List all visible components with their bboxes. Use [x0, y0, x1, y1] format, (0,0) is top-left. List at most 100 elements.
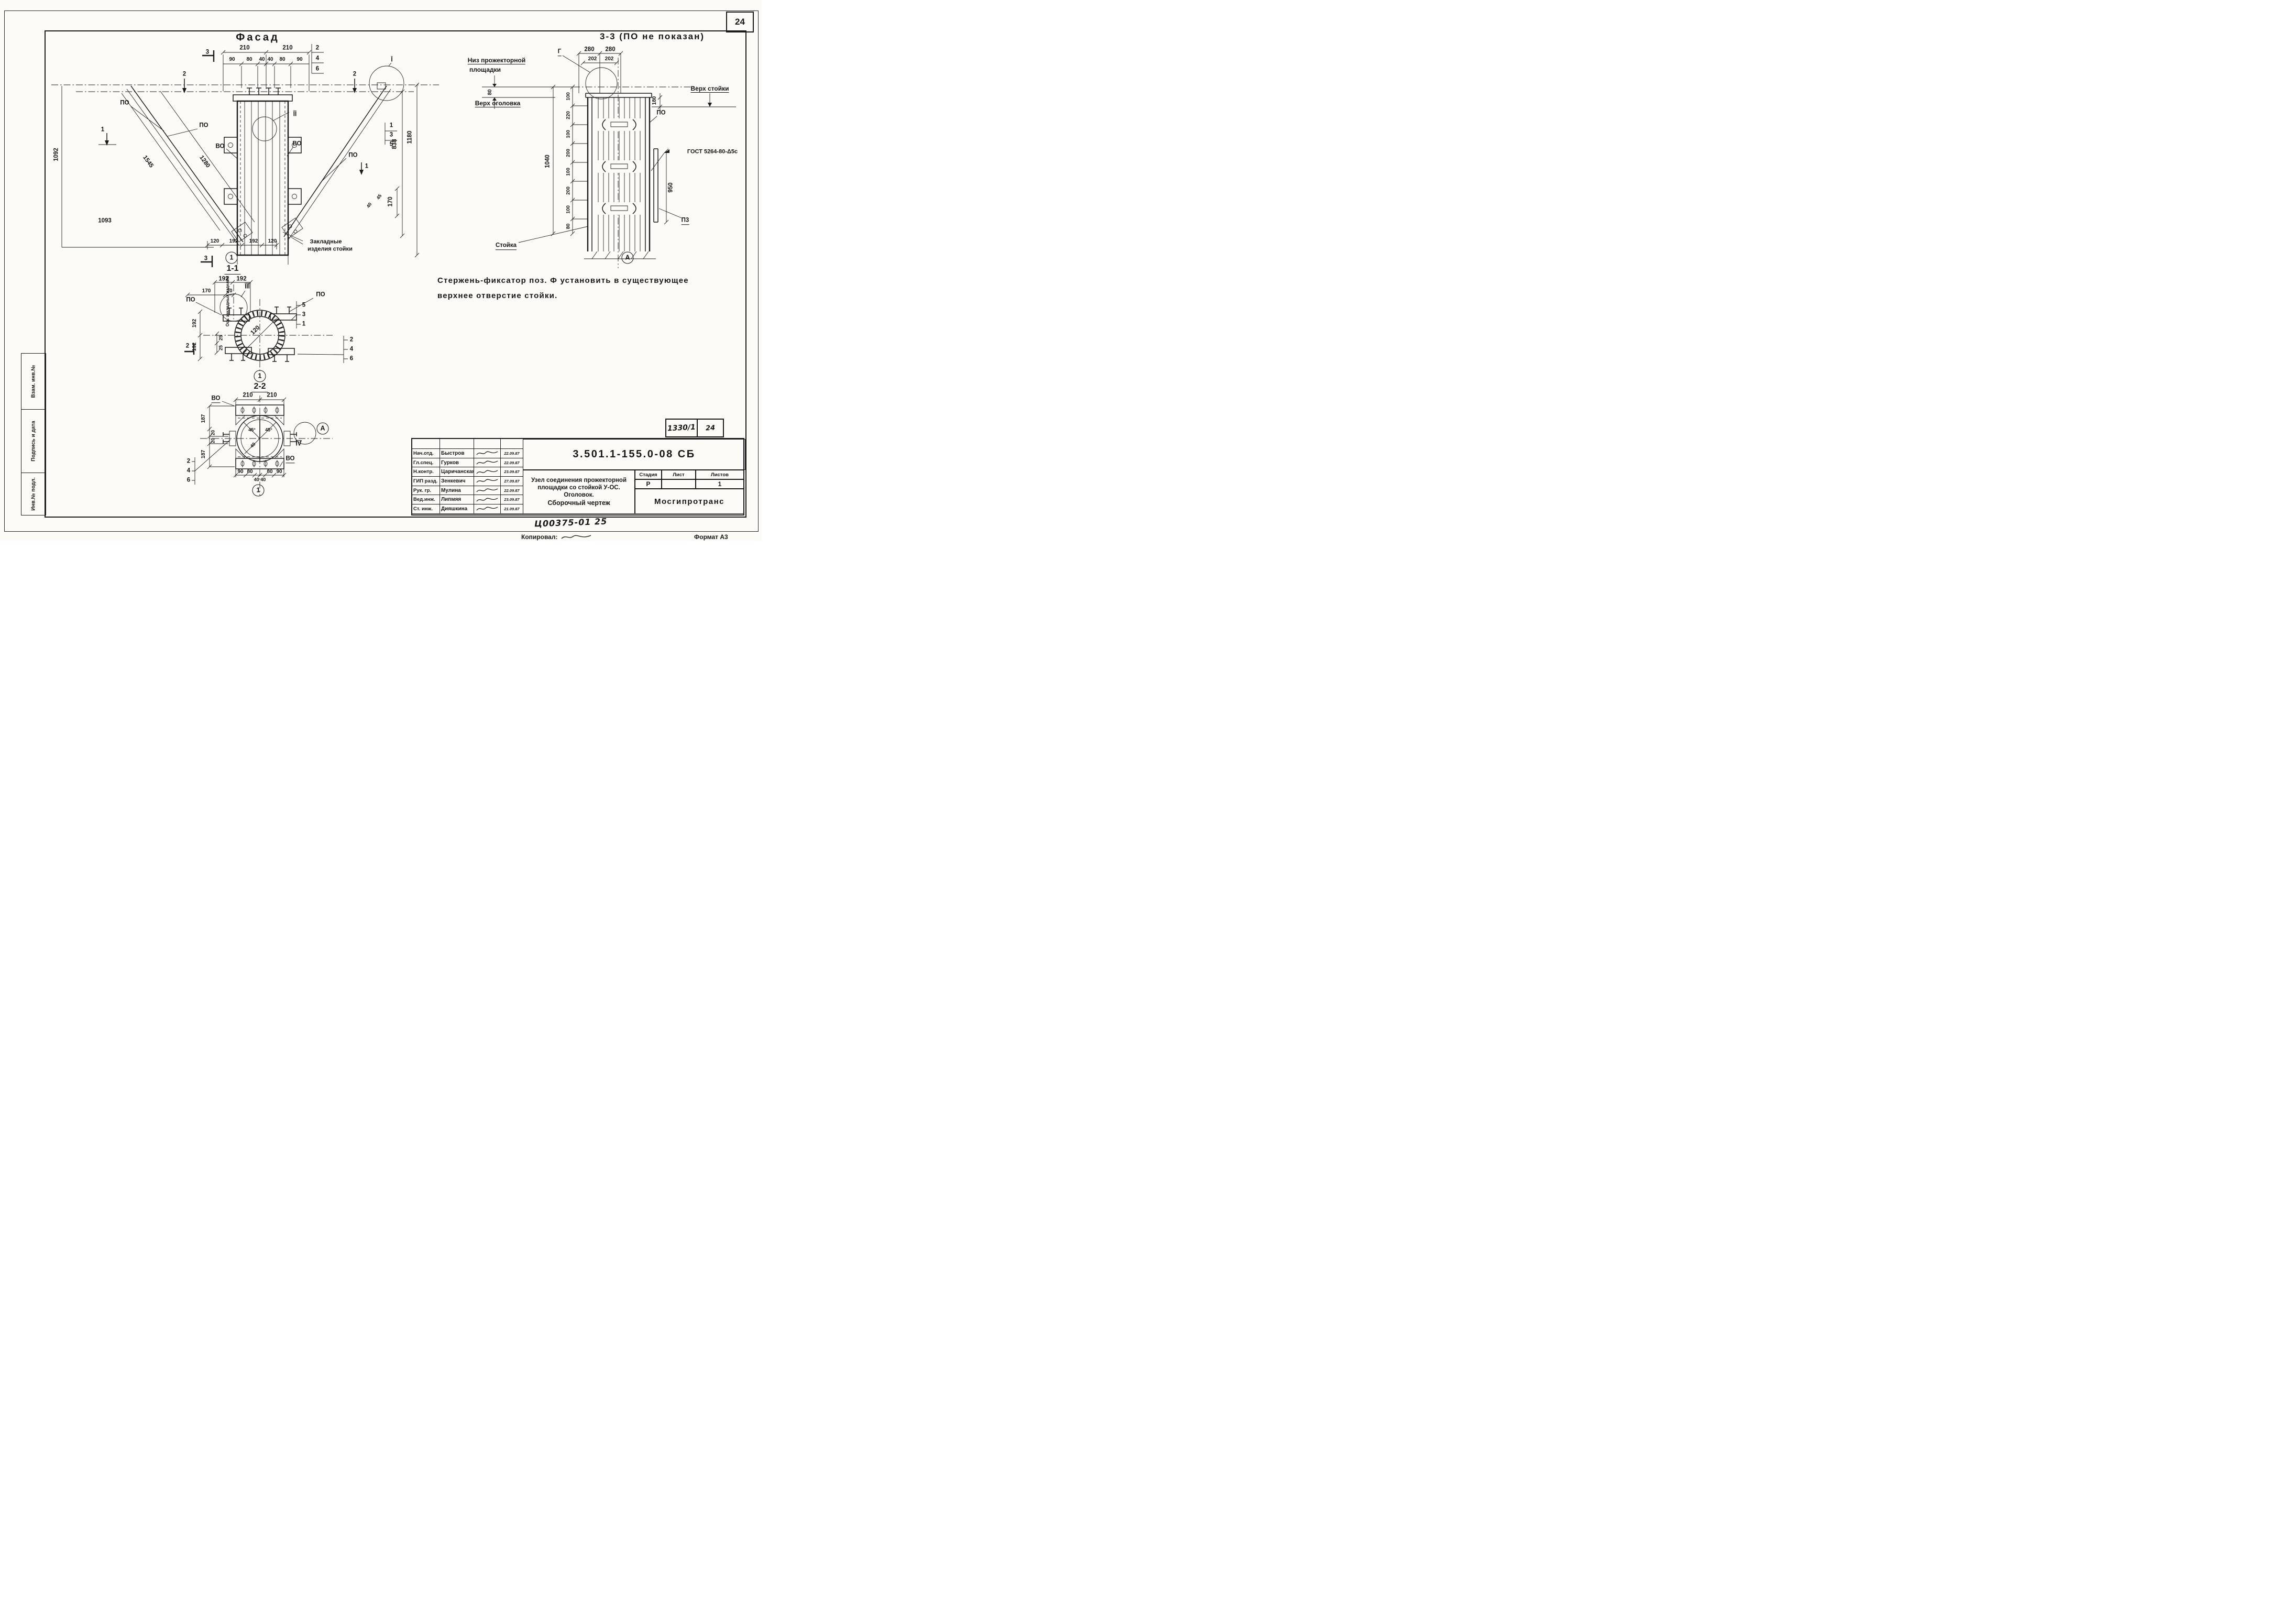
dim-label: ВО: [285, 456, 295, 463]
dim-label: 192: [218, 276, 229, 282]
dim-label: 20: [210, 430, 216, 436]
dim-label: 187: [201, 449, 206, 459]
dim-label: 1: [254, 370, 266, 382]
dim-label: 3: [204, 255, 208, 262]
dim-label: 170: [387, 196, 394, 207]
drawing-title-line: Узел соединения прожекторной: [531, 477, 627, 484]
dim-label: I: [391, 56, 393, 63]
dim-label: 80: [565, 223, 572, 229]
person-role: Ст. инж.: [412, 504, 440, 514]
dim-label: 1: [101, 126, 105, 133]
dim-label: 2: [315, 45, 320, 51]
dim-label: IV: [295, 440, 302, 447]
dim-label: Ось закладных изделий: [225, 276, 230, 327]
dim-label: Закладные: [310, 238, 342, 245]
dim-label: 192: [192, 342, 197, 352]
person-name: Дияшкина: [440, 504, 474, 514]
stage-table: Стадия Лист Листов Р 1: [635, 470, 744, 489]
dim-label: 90: [276, 469, 282, 475]
dim-label: 2: [349, 336, 354, 343]
dim-label: 3: [205, 49, 210, 56]
dim-label: 950: [667, 182, 674, 193]
dim-label: 280: [584, 46, 595, 53]
side-strip-cell: Взам. инв.№: [30, 365, 37, 398]
dim-label: 100: [565, 168, 572, 176]
personnel-row: Ст. инж.Дияшкина 21.09.87: [412, 504, 523, 514]
person-date: 22.09.87: [501, 449, 523, 458]
dim-label: ВО: [292, 140, 302, 147]
dim-label: 210: [282, 45, 293, 51]
dim-label: 192: [249, 238, 258, 244]
dim-label: 5: [389, 141, 393, 148]
dim-label: 200: [565, 149, 572, 157]
dim-label: 100: [565, 130, 572, 138]
dim-label: 90: [229, 57, 235, 62]
dim-label: 25: [218, 345, 224, 351]
dim-label: ПО: [120, 100, 129, 106]
dim-label: 180: [652, 96, 657, 105]
person-role: ГИП разд.: [412, 477, 440, 486]
person-signature: [474, 458, 501, 468]
dim-label: 187: [201, 414, 206, 423]
person-role: Гл.спец.: [412, 458, 440, 468]
note-line-2: верхнее отверстие стойки.: [437, 291, 558, 300]
doc-stamp: 1330/1 24: [665, 419, 724, 437]
person-name: Царичанская: [440, 467, 474, 477]
dim-label: 25: [218, 335, 224, 341]
dim-label: ПО: [348, 152, 358, 159]
person-name: Липмяя: [440, 495, 474, 505]
person-name: Быстров: [440, 449, 474, 458]
dim-label: 20: [210, 437, 216, 444]
dim-label: 1: [252, 484, 265, 497]
dim-label: 1180: [407, 130, 413, 144]
dim-label: площадки: [469, 66, 501, 73]
note-line-1: Стержень-фиксатор поз. Ф установить в су…: [437, 276, 689, 285]
dim-label: 192: [229, 238, 238, 244]
dim-label: 2: [353, 71, 357, 78]
person-date: 23.09.87: [501, 495, 523, 505]
dim-label: Низ прожекторной: [467, 57, 526, 64]
dim-label: 90: [237, 469, 244, 475]
dim-label: 220: [565, 111, 572, 119]
dim-label: 80: [279, 57, 285, 62]
sheet-value: [662, 479, 696, 489]
dim-label: 192: [192, 319, 197, 328]
signature-icon: [476, 459, 499, 466]
copier-label: Копировал:: [521, 533, 558, 541]
stamp-doc-number: 1330/1: [667, 423, 696, 433]
section-3-3-title: 3-3 (ПО не показан): [600, 31, 705, 41]
dim-label: 280: [605, 46, 616, 53]
drawing-title-line: Оголовок.: [564, 492, 594, 499]
dim-label: 1: [302, 321, 306, 327]
stamp-page-number: 24: [705, 424, 716, 432]
dim-label: 5: [302, 302, 306, 309]
dim-label: 192: [236, 276, 247, 282]
dim-label: изделия стойки: [307, 246, 353, 253]
doc-number: 3.501.1-155.0-08 СБ: [573, 448, 696, 460]
section-1-1-title: 1-1: [224, 264, 241, 275]
dim-label: 6: [315, 65, 320, 72]
dim-label: 80: [487, 89, 493, 95]
dim-label: 45°: [265, 427, 272, 433]
dim-label: 210: [239, 45, 250, 51]
dim-label: 6: [349, 355, 354, 362]
dim-label: ПО: [656, 109, 666, 116]
person-date: 27.09.87: [501, 477, 523, 486]
dim-label: 120: [268, 238, 277, 244]
drawing-frame: [45, 30, 746, 518]
dim-label: 120: [210, 238, 219, 244]
signature-icon: [476, 497, 499, 503]
person-date: 22.09.87: [501, 458, 523, 468]
dim-label: 2: [182, 71, 186, 78]
person-date: 21.09.87: [501, 504, 523, 514]
facade-title: Фасад: [236, 31, 280, 43]
copier-signature-icon: [561, 533, 592, 541]
dim-label: 2: [185, 343, 190, 349]
